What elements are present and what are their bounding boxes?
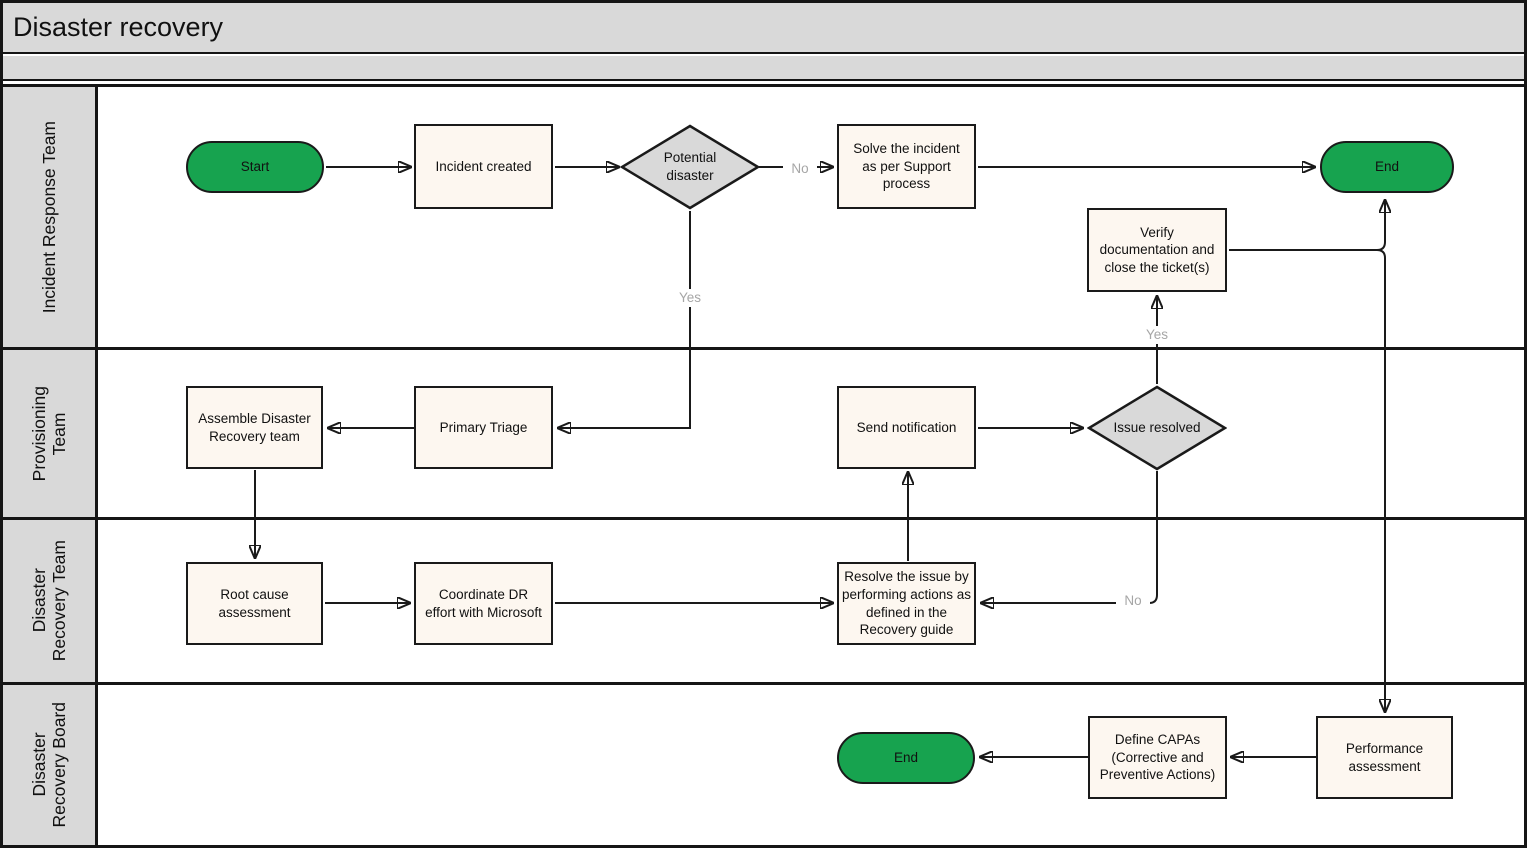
node-issue-resolved-decision[interactable]: Issue resolved [1087,385,1227,471]
node-potential-disaster-decision[interactable]: Potential disaster [620,124,760,210]
lane-header[interactable]: Disaster Recovery Team [3,520,98,682]
node-root-cause[interactable]: Root cause assessment [186,562,323,645]
node-label: Primary Triage [439,419,528,435]
node-label: Root cause assessment [218,586,291,620]
node-label: Performance assessment [1345,740,1424,774]
node-performance-assessment[interactable]: Performance assessment [1316,716,1453,799]
node-label: Incident created [435,158,532,174]
edge-label-no: No [1116,592,1150,610]
lane-disaster-recovery-board: Disaster Recovery Board [3,682,1524,845]
diagram-title: Disaster recovery [13,12,224,42]
node-end-top[interactable]: End [1320,141,1454,193]
node-start[interactable]: Start [186,141,324,193]
diamond-shape [1087,385,1227,471]
node-assemble-team[interactable]: Assemble Disaster Recovery team [186,386,323,469]
node-label: End [1374,159,1400,175]
edge-label-no: No [783,160,817,178]
phase-separator-bar [3,56,1524,81]
lane-provisioning-team: Provisioning Team [3,347,1524,517]
node-end-bottom[interactable]: End [837,732,975,784]
diagram-title-bar: Disaster recovery [3,3,1524,54]
diamond-shape [620,124,760,210]
node-verify-documentation[interactable]: Verify documentation and close the ticke… [1087,208,1227,292]
node-solve-incident[interactable]: Solve the incident as per Support proces… [837,124,976,209]
node-coordinate-dr[interactable]: Coordinate DR effort with Microsoft [414,562,553,645]
lane-header-label: Disaster Recovery Team [28,540,69,662]
edge-label-yes: Yes [673,289,707,307]
node-label: Issue resolved [1113,420,1201,436]
node-primary-triage[interactable]: Primary Triage [414,386,553,469]
node-label: Send notification [856,419,957,435]
lane-header[interactable]: Incident Response Team [3,87,98,347]
lane-disaster-recovery-team: Disaster Recovery Team [3,517,1524,682]
lane-header[interactable]: Provisioning Team [3,350,98,517]
node-send-notification[interactable]: Send notification [837,386,976,469]
lane-header-label: Incident Response Team [38,120,59,314]
node-resolve-issue[interactable]: Resolve the issue by performing actions … [837,562,976,645]
edge-label-yes: Yes [1140,326,1174,344]
node-define-capas[interactable]: Define CAPAs (Corrective and Preventive … [1088,716,1227,799]
node-label: Solve the incident as per Support proces… [853,141,960,192]
lane-header-label: Provisioning Team [28,385,69,482]
node-label: Resolve the issue by performing actions … [841,569,972,638]
node-incident-created[interactable]: Incident created [414,124,553,209]
node-label: Potential disaster [663,150,717,183]
node-label: Verify documentation and close the ticke… [1099,224,1215,275]
node-label: End [893,750,919,766]
node-label: Define CAPAs (Corrective and Preventive … [1099,732,1216,783]
lane-incident-response-team: Incident Response Team [3,84,1524,347]
node-label: Coordinate DR effort with Microsoft [425,586,542,620]
lane-header[interactable]: Disaster Recovery Board [3,685,98,845]
node-label: Assemble Disaster Recovery team [198,410,311,444]
node-label: Start [240,159,270,175]
lane-header-label: Disaster Recovery Board [28,702,69,828]
